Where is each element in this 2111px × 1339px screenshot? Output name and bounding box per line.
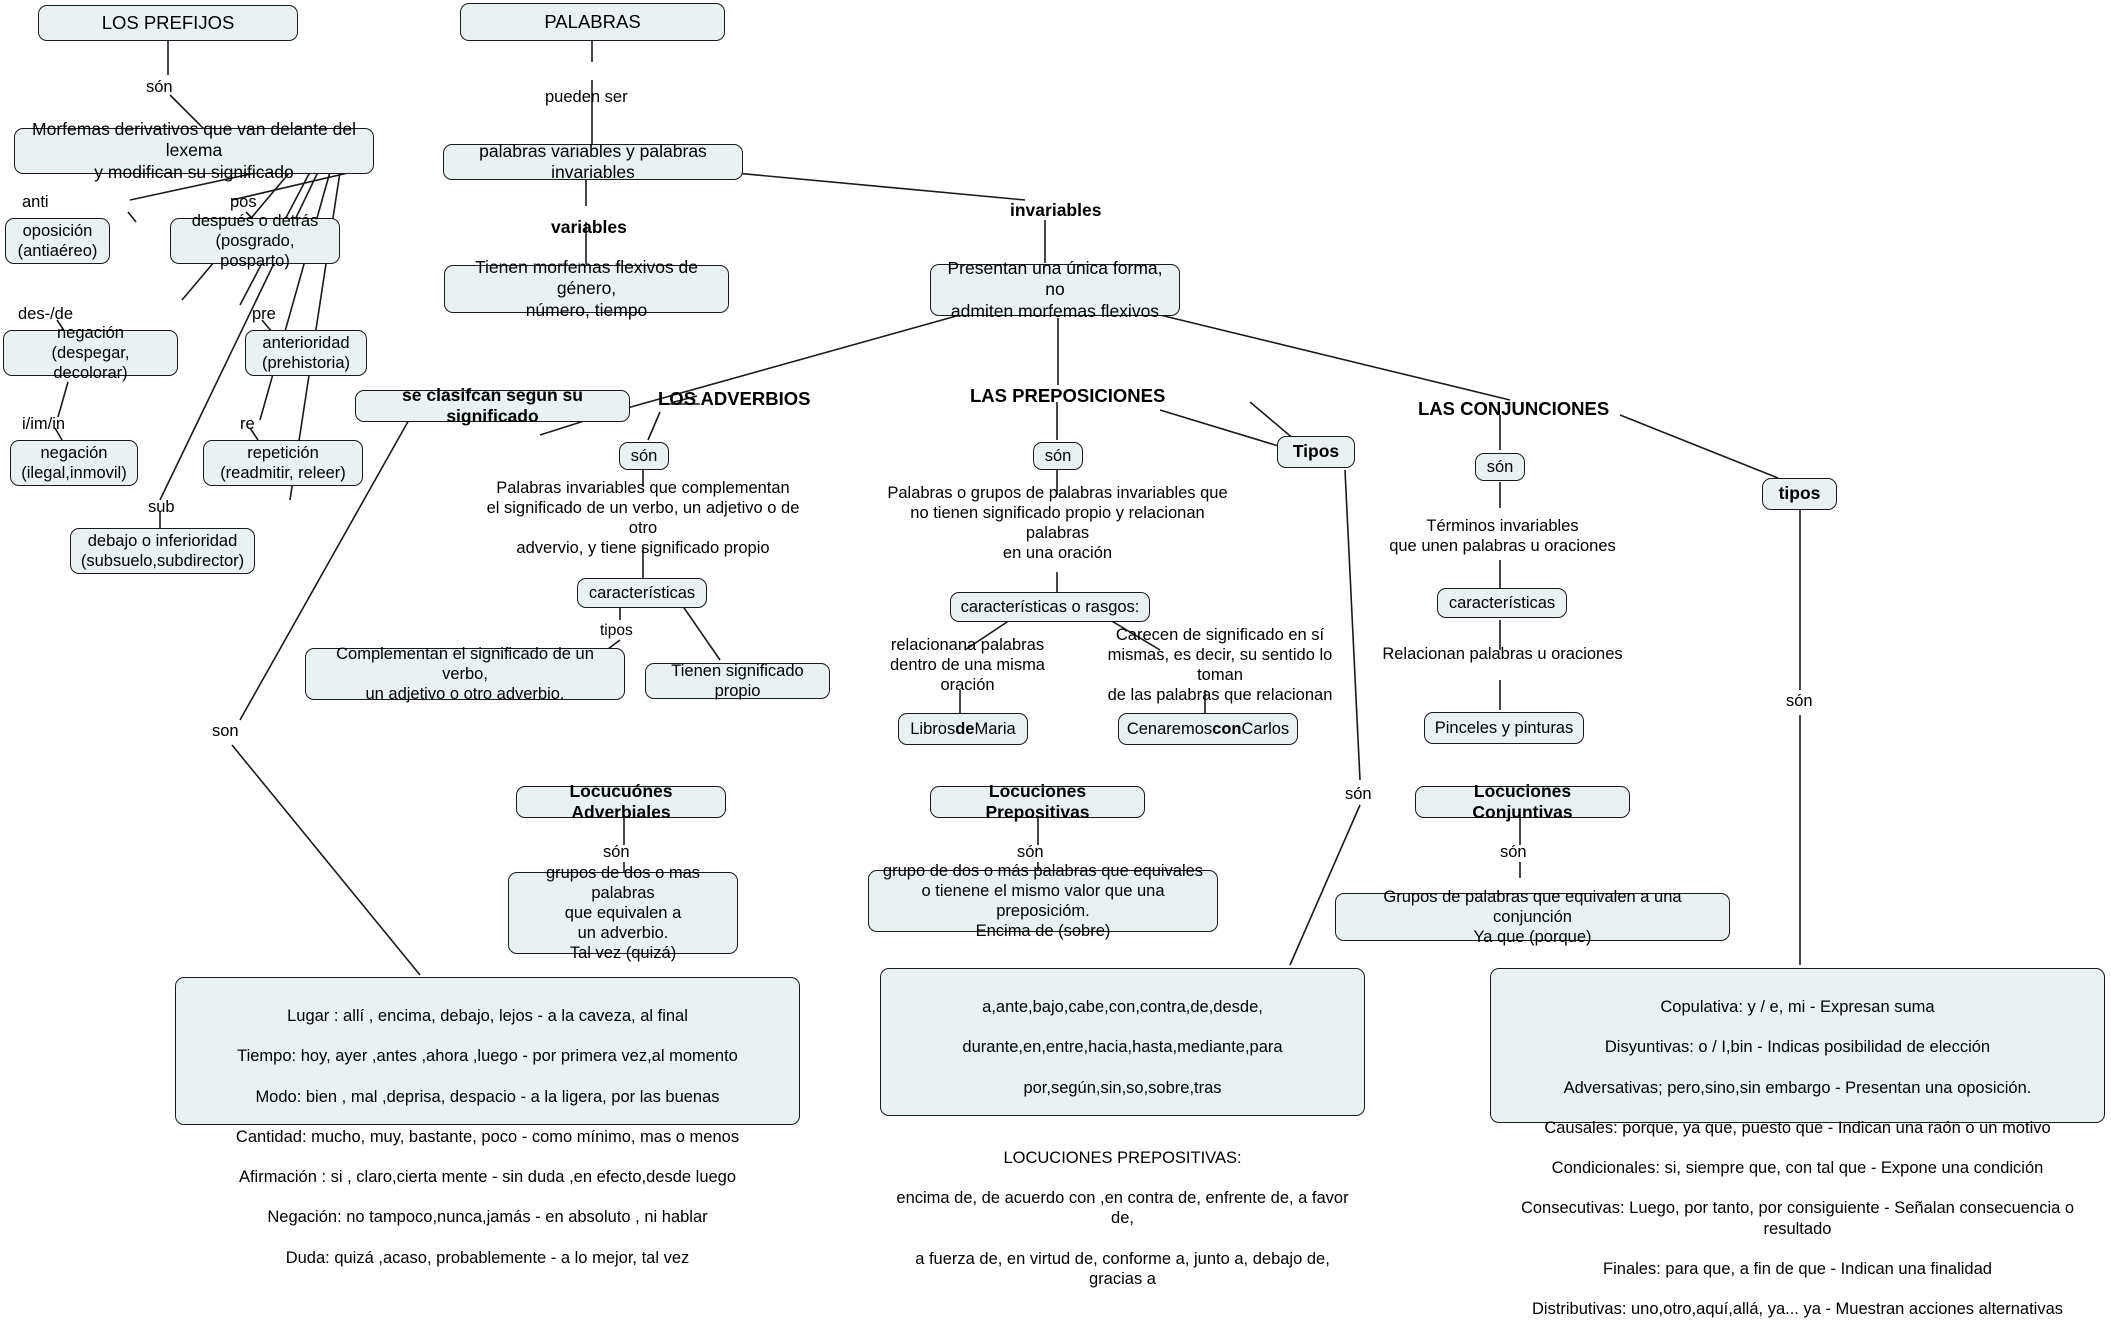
label-variables: variables bbox=[551, 217, 627, 237]
list-item: Lugar : allí , encima, debajo, lejos - a… bbox=[287, 1007, 688, 1026]
ejemplo-2-tail: Carlos bbox=[1241, 719, 1290, 738]
node-conjunciones-relacionan: Relacionan palabras u oraciones bbox=[1382, 644, 1623, 663]
node-adverbios-clasificacion[interactable]: se clasifcan segun su significado bbox=[355, 385, 630, 426]
link-label-re: re bbox=[240, 415, 255, 433]
node-preposiciones-ejemplo-1[interactable]: Libros de Maria bbox=[898, 713, 1028, 745]
link-label-adverbios-son-clasif: son bbox=[212, 722, 239, 740]
list-item: Distributivas: uno,otro,aquí,allá, ya...… bbox=[1531, 1300, 2063, 1318]
title-las-preposiciones: LAS PREPOSICIONES bbox=[970, 385, 1166, 406]
node-adverbios-clasificacion-list[interactable]: Lugar : allí , encima, debajo, lejos - a… bbox=[175, 977, 800, 1267]
link-label-locuciones-adverbiales-son: són bbox=[603, 843, 630, 861]
list-item: Copulativa: y / e, mi - Expresan suma bbox=[1660, 998, 1935, 1017]
link-label-locuciones-conjuntivas-son: són bbox=[1500, 843, 1527, 861]
link-label-locuciones-prepositivas-son: són bbox=[1017, 843, 1044, 861]
node-preposiciones-caracteristicas[interactable]: características o rasgos: bbox=[950, 592, 1150, 622]
node-preposiciones-rasgo-2: Carecen de significado en sí mismas, es … bbox=[1107, 625, 1333, 705]
list-item: Afirmación : si , claro,cierta mente - s… bbox=[238, 1168, 737, 1187]
node-palabras[interactable]: PALABRAS bbox=[460, 3, 725, 41]
link-label-pueden-ser: pueden ser bbox=[545, 88, 628, 106]
title-las-conjunciones: LAS CONJUNCIONES bbox=[1418, 398, 1610, 419]
list-item: LOCUCIONES PREPOSITIVAS: bbox=[1003, 1149, 1242, 1167]
list-item: durante,en,entre,hacia,hasta,mediante,pa… bbox=[962, 1038, 1283, 1057]
node-conjunciones-definition: Términos invariables que unen palabras u… bbox=[1389, 516, 1616, 555]
node-conjunciones-caracteristicas[interactable]: características bbox=[1437, 588, 1567, 618]
ejemplo-2-preposition: con bbox=[1212, 719, 1242, 738]
title-los-adverbios: LOS ADVERBIOS bbox=[658, 388, 811, 409]
node-prefijo-pos-meaning[interactable]: después o detrás (posgrado, posparto) bbox=[170, 212, 340, 270]
node-conjunciones-ejemplo[interactable]: Pinceles y pinturas bbox=[1424, 712, 1584, 744]
node-locuciones-conjuntivas[interactable]: Locuciones Conjuntivas bbox=[1415, 781, 1630, 822]
node-prefijo-pre-meaning[interactable]: anterioridad (prehistoria) bbox=[245, 330, 367, 376]
node-prefijo-des-meaning[interactable]: negación (despegar, decolorar) bbox=[3, 324, 178, 382]
node-adverbios-definition: Palabras invariables que complementan el… bbox=[486, 478, 800, 558]
node-locuciones-prepositivas-description[interactable]: grupo de dos o más palabras que equivale… bbox=[868, 862, 1218, 940]
link-label-pre: pre bbox=[252, 305, 276, 323]
list-item: Finales: para que, a fin de que - Indica… bbox=[1603, 1259, 1992, 1278]
list-item: por,según,sin,so,sobre,tras bbox=[1023, 1078, 1222, 1097]
link-label-preposiciones-tipos-son: són bbox=[1345, 785, 1372, 803]
list-item: a,ante,bajo,cabe,con,contra,de,desde, bbox=[982, 998, 1263, 1017]
list-item: a fuerza de, en virtud de, conforme a, j… bbox=[915, 1249, 1330, 1288]
node-prefijo-anti-meaning[interactable]: oposición (antiaéreo) bbox=[5, 218, 110, 264]
node-variables-description[interactable]: Tienen morfemas flexivos de género, núme… bbox=[444, 257, 729, 320]
node-conjunciones-tipos[interactable]: tipos bbox=[1762, 478, 1837, 510]
node-prefijo-i-im-in-meaning[interactable]: negación (ilegal,inmovil) bbox=[10, 440, 138, 486]
concept-map-canvas: LOS PREFIJOS són Morfemas derivativos qu… bbox=[3, 3, 2105, 1318]
node-adverbios-caracteristica-2[interactable]: Tienen significado propio bbox=[645, 662, 830, 700]
link-label-adverbios-tipos: tipos bbox=[600, 622, 633, 639]
list-item: Causales: porque, ya que, puesto que - I… bbox=[1544, 1118, 2051, 1137]
node-los-prefijos[interactable]: LOS PREFIJOS bbox=[38, 5, 298, 41]
link-label-pos: pos bbox=[230, 193, 257, 211]
node-preposiciones-rasgo-1: relacionana palabras dentro de una misma… bbox=[889, 635, 1045, 695]
list-item: Consecutivas: Luego, por tanto, por cons… bbox=[1520, 1199, 2075, 1238]
node-palabras-variables-invariables[interactable]: palabras variables y palabras invariable… bbox=[443, 141, 743, 182]
list-item: Disyuntivas: o / I,bin - Indicas posibil… bbox=[1604, 1038, 1991, 1057]
node-prefijo-re-meaning[interactable]: repetición (readmitir, releer) bbox=[203, 440, 363, 486]
node-locuciones-adverbiales[interactable]: Locucuónes Adverbiales bbox=[516, 781, 726, 822]
link-node-adverbios-son[interactable]: són bbox=[619, 442, 669, 470]
link-label-i-im-in: i/im/in bbox=[22, 415, 66, 433]
node-invariables-description[interactable]: Presentan una única forma, no admiten mo… bbox=[930, 258, 1180, 321]
node-preposiciones-definition: Palabras o grupos de palabras invariable… bbox=[887, 483, 1228, 563]
list-item: Condicionales: si, siempre que, con tal … bbox=[1551, 1159, 2044, 1178]
ejemplo-1-tail: Maria bbox=[974, 719, 1016, 738]
node-preposiciones-ejemplo-2[interactable]: Cenaremos con Carlos bbox=[1118, 713, 1298, 745]
node-prefijo-sub-meaning[interactable]: debajo o inferioridad (subsuelo,subdirec… bbox=[70, 528, 255, 574]
list-item: Tiempo: hoy, ayer ,antes ,ahora ,luego -… bbox=[237, 1047, 738, 1066]
list-item: Modo: bien , mal ,deprisa, despacio - a … bbox=[255, 1087, 720, 1106]
list-item: Cantidad: mucho, muy, bastante, poco - c… bbox=[235, 1127, 740, 1146]
node-adverbios-caracteristica-1[interactable]: Complementan el significado de un verbo,… bbox=[305, 645, 625, 703]
node-locuciones-adverbiales-description[interactable]: grupos de dos o mas palabras que equival… bbox=[508, 864, 738, 962]
list-item: encima de, de acuerdo con ,en contra de,… bbox=[896, 1189, 1349, 1228]
link-label-anti: anti bbox=[22, 193, 49, 211]
list-item bbox=[895, 1118, 1350, 1128]
link-label-conjunciones-tipos-son: són bbox=[1786, 692, 1813, 710]
node-preposiciones-tipos[interactable]: Tipos bbox=[1277, 436, 1355, 468]
list-item: Duda: quizá ,acaso, probablemente - a lo… bbox=[285, 1248, 690, 1267]
link-node-preposiciones-son[interactable]: són bbox=[1033, 442, 1083, 470]
node-adverbios-caracteristicas[interactable]: características bbox=[577, 578, 707, 608]
link-node-conjunciones-son[interactable]: són bbox=[1475, 453, 1525, 481]
node-preposiciones-tipos-list[interactable]: a,ante,bajo,cabe,con,contra,de,desde, du… bbox=[880, 968, 1365, 1288]
node-locuciones-prepositivas[interactable]: Locuciones Prepositivas bbox=[930, 781, 1145, 822]
link-label-des-de: des-/de bbox=[18, 305, 74, 323]
ejemplo-1-text: Libros bbox=[910, 719, 956, 738]
ejemplo-1-preposition: de bbox=[955, 719, 975, 738]
list-item: Adversativas; pero,sino,sin embargo - Pr… bbox=[1563, 1078, 2032, 1097]
node-conjunciones-tipos-list[interactable]: Copulativa: y / e, mi - Expresan suma Di… bbox=[1490, 968, 2105, 1318]
node-prefijos-definition[interactable]: Morfemas derivativos que van delante del… bbox=[14, 119, 374, 182]
node-locuciones-conjuntivas-description[interactable]: Grupos de palabras que equivalen a una c… bbox=[1335, 888, 1730, 946]
link-label-sub: sub bbox=[148, 498, 175, 516]
list-item: Negación: no tampoco,nunca,jamás - en ab… bbox=[267, 1208, 708, 1227]
ejemplo-2-text: Cenaremos bbox=[1126, 719, 1213, 738]
link-label-prefijos-son: són bbox=[146, 78, 173, 96]
label-invariables: invariables bbox=[1010, 200, 1102, 220]
